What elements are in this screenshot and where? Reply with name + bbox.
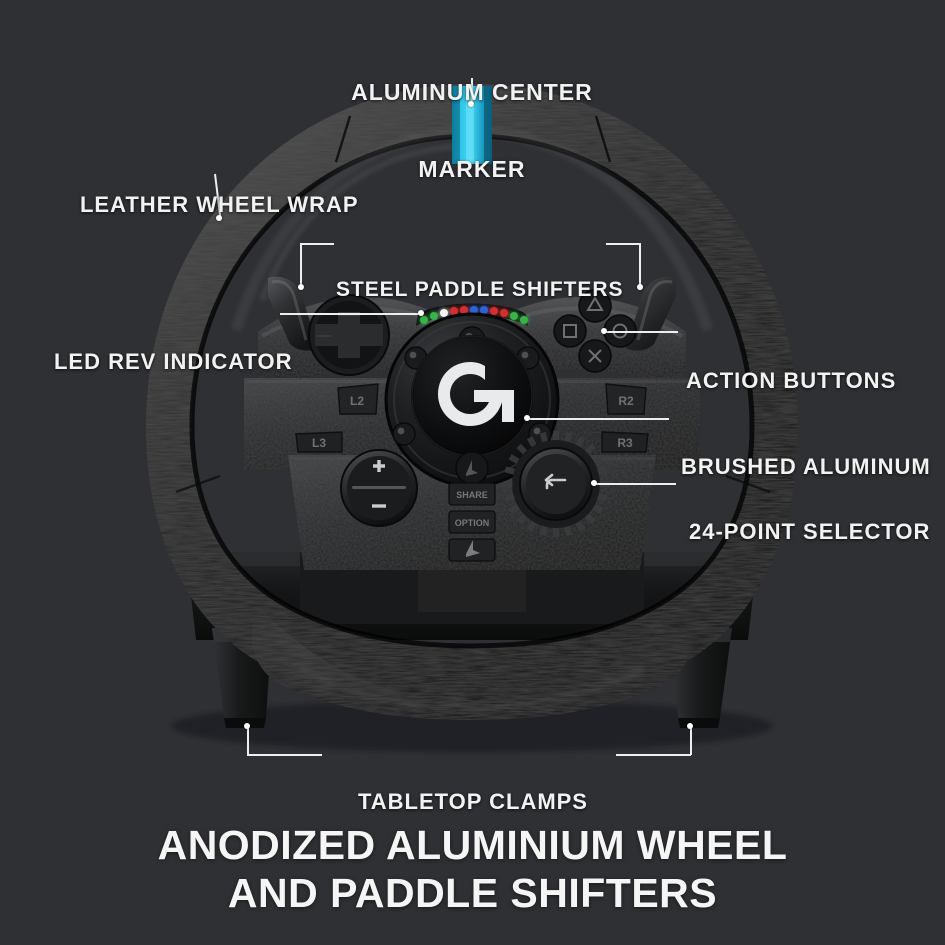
leader-dot-led-rev	[418, 310, 424, 316]
leader-line-action-buttons	[604, 331, 678, 333]
shoulder-button-r2: R2	[605, 383, 647, 415]
leather-wheel-rim	[146, 84, 798, 720]
leader-line-selector	[594, 483, 676, 485]
leader-line-brushed-aluminum	[527, 418, 669, 420]
aluminum-center-marker-band	[452, 86, 492, 164]
24-point-selector-dial	[503, 431, 609, 537]
callout-action-buttons: ACTION BUTTONS	[686, 320, 896, 443]
headline-line-2: AND PADDLE SHIFTERS	[227, 869, 718, 916]
callout-aluminum-center-marker-line1: ALUMINUM CENTER	[351, 78, 593, 105]
leader-line-led-rev	[280, 313, 422, 315]
leader-line-paddle-right-v	[639, 243, 641, 286]
wheel-shadow	[172, 700, 772, 752]
callout-steel-paddle-shifters-line1: STEEL PADDLE SHIFTERS	[336, 278, 624, 302]
callout-24-point-selector-line1: 24-POINT SELECTOR	[689, 519, 931, 545]
leader-dot-leather-wrap	[216, 215, 222, 221]
leader-line-paddle-left-v	[300, 243, 302, 286]
headline: ANODIZED ALUMINIUM WHEEL AND PADDLE SHIF…	[0, 822, 945, 917]
brushed-aluminum-hub	[384, 312, 560, 488]
leader-line-clamp-left-h	[247, 754, 322, 756]
svg-text:SHARE: SHARE	[456, 490, 488, 500]
callout-action-buttons-line1: ACTION BUTTONS	[686, 368, 897, 394]
svg-text:R2: R2	[618, 394, 634, 408]
callout-leather-wheel-wrap-line1: LEATHER WHEEL WRAP	[80, 192, 359, 218]
leader-dot-clamp-left	[244, 723, 250, 729]
svg-text:R3: R3	[617, 436, 633, 450]
stick-button-l3: L3	[295, 431, 343, 453]
callout-steel-paddle-shifters: STEEL PADDLE SHIFTERS	[336, 231, 624, 349]
callout-led-rev-indicator: LED REV INDICATOR	[54, 301, 292, 424]
callout-24-point-selector: 24-POINT SELECTOR	[689, 471, 930, 594]
callout-leather-wheel-wrap: LEATHER WHEEL WRAP	[80, 144, 359, 267]
leader-dot-center-marker	[468, 101, 474, 107]
svg-text:L3: L3	[312, 436, 326, 450]
leader-line-paddle-right-h	[606, 243, 640, 245]
leader-dot-brushed-aluminum	[524, 415, 530, 421]
callout-aluminum-center-marker-line2: MARKER	[418, 155, 526, 182]
leader-line-clamp-right-v	[690, 726, 692, 755]
leader-line-paddle-left-h	[300, 243, 334, 245]
leader-dot-action-buttons	[601, 328, 607, 334]
plus-minus-dial	[340, 449, 418, 527]
leader-line-center-marker	[471, 78, 473, 106]
leader-dot-clamp-right	[687, 723, 693, 729]
shoulder-button-l2: L2	[337, 383, 379, 415]
stick-button-r3: R3	[601, 431, 649, 453]
leader-dot-selector	[591, 480, 597, 486]
svg-text:L2: L2	[350, 394, 364, 408]
leader-line-clamp-right-h	[616, 754, 691, 756]
callout-aluminum-center-marker: ALUMINUM CENTER MARKER	[267, 28, 677, 234]
leader-line-clamp-left-v	[247, 726, 249, 755]
callout-tabletop-clamps-line1: TABLETOP CLAMPS	[358, 789, 588, 815]
center-button-stack: SHARE OPTION	[448, 482, 496, 562]
dpad-button	[308, 294, 390, 376]
leader-dot-paddle-right	[637, 284, 643, 290]
callout-tabletop-clamps: TABLETOP CLAMPS	[342, 741, 604, 864]
callout-brushed-aluminum: BRUSHED ALUMINUM	[681, 406, 931, 529]
logitech-g-logo	[438, 362, 514, 426]
square-button	[553, 314, 587, 348]
callout-brushed-aluminum-line1: BRUSHED ALUMINUM	[681, 454, 931, 480]
leader-dot-paddle-left	[298, 284, 304, 290]
svg-text:OPTION: OPTION	[455, 518, 490, 528]
triangle-button	[578, 289, 612, 323]
callout-led-rev-indicator-line1: LED REV INDICATOR	[54, 349, 293, 375]
headline-line-1: ANODIZED ALUMINIUM WHEEL	[157, 822, 788, 868]
